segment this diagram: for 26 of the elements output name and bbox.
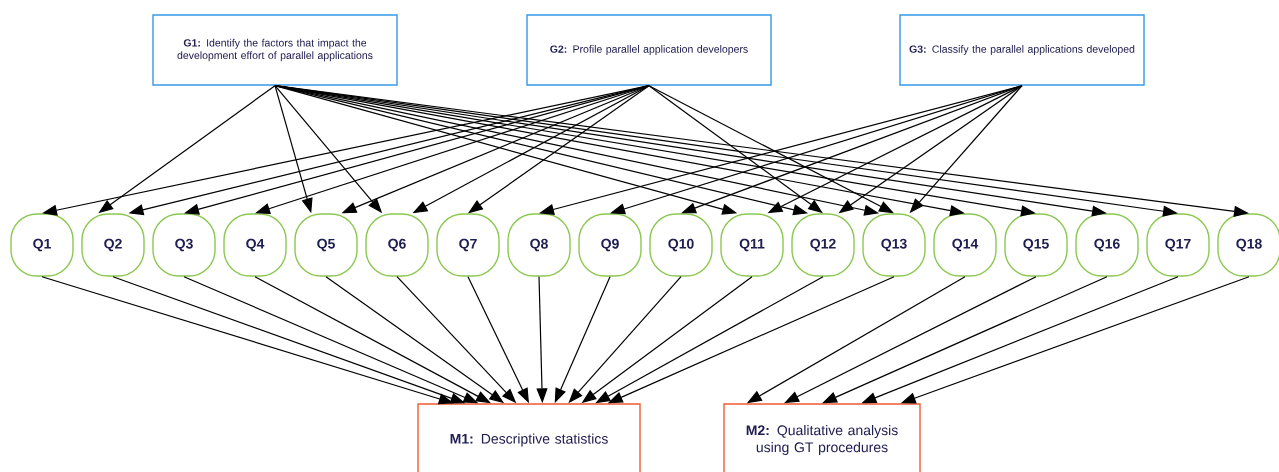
question-node: Q18 [1217,213,1279,277]
question-node: Q2 [81,213,145,277]
goal-box: G2: Profile parallel application developers [526,14,772,86]
arrow [784,276,1037,404]
question-node: Q13 [862,213,926,277]
method-box: M2: Qualitative analysis using GT procedures [723,403,921,472]
arrow [648,85,894,214]
question-node: Q16 [1075,213,1139,277]
question-node: Q9 [578,213,642,277]
question-node: Q15 [1004,213,1068,277]
question-node: Q14 [933,213,997,277]
arrow [254,276,491,404]
question-node: Q6 [365,213,429,277]
goal-box: G1: Identify the factors that impact the development effort of parallel applications [152,14,398,86]
question-node: Q1 [10,213,74,277]
question-node: Q10 [649,213,713,277]
method-box: M1: Descriptive statistics [417,403,641,472]
question-node: Q8 [507,213,571,277]
question-node: Q11 [720,213,784,277]
question-node: Q12 [791,213,855,277]
question-node: Q3 [152,213,216,277]
question-node: Q17 [1146,213,1210,277]
question-node: Q5 [294,213,358,277]
goal-box: G3: Classify the parallel applications developed [899,14,1145,86]
question-node: Q4 [223,213,287,277]
question-node: Q7 [436,213,500,277]
